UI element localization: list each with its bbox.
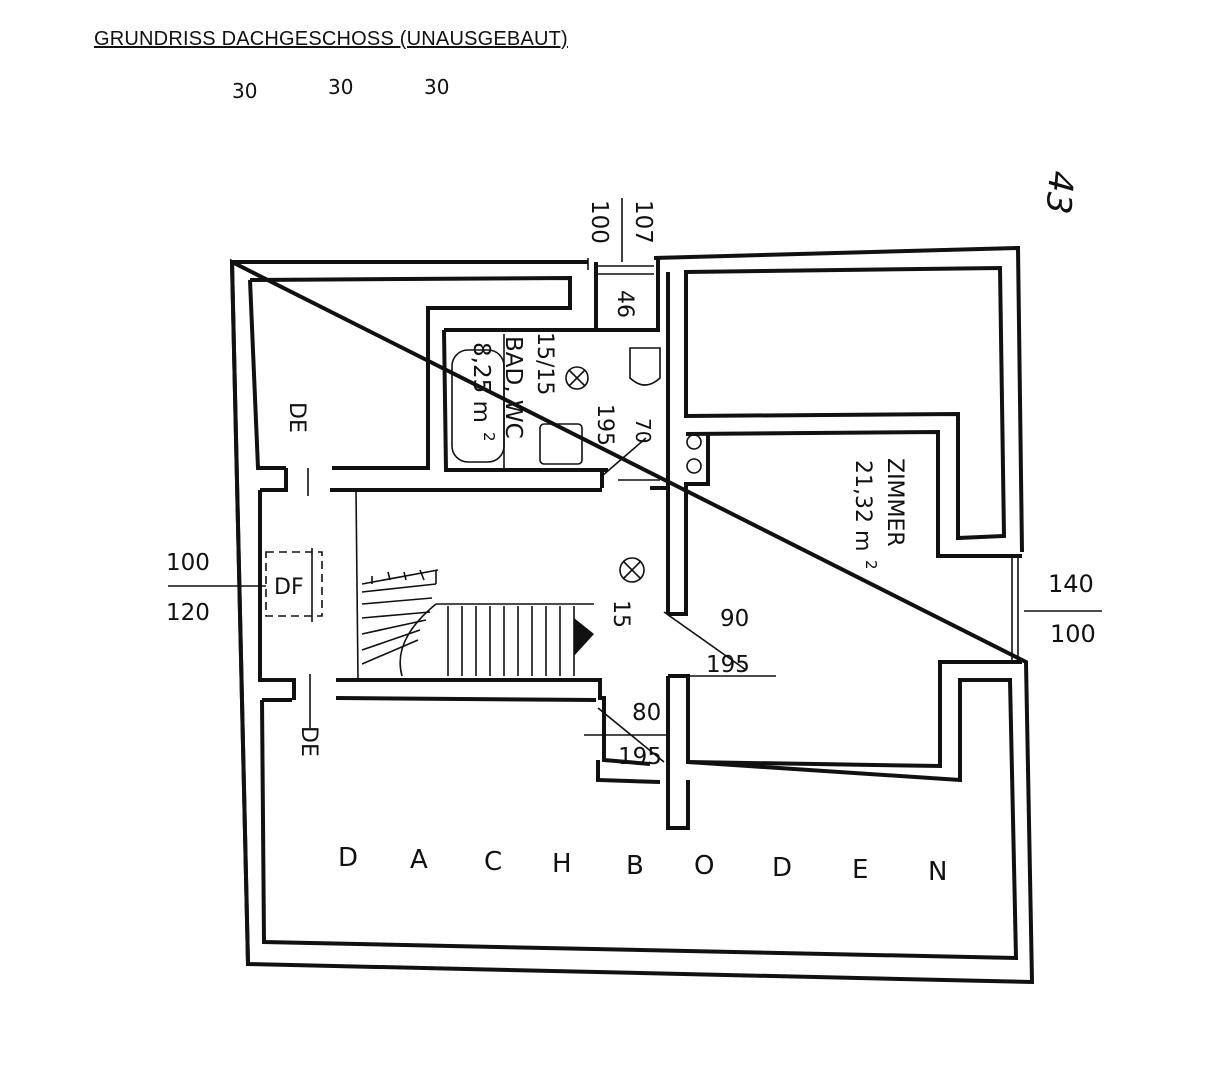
bath-name: BAD, WC: [500, 336, 526, 439]
label-df: DF: [274, 575, 304, 600]
chimney-icon: [686, 434, 702, 474]
upper-right-room-walls: [594, 258, 1007, 541]
roof-window-outline: [265, 551, 323, 617]
light-symbol-bath: [565, 366, 589, 390]
bath-area: 8,25 m: [468, 342, 494, 423]
dachboden-letter: N: [928, 857, 947, 887]
dim-door-zimmer-b: 195: [706, 652, 750, 678]
dachboden-letter: A: [410, 845, 428, 875]
bath-area-sup: 2: [480, 432, 498, 442]
dim-door-bad-a: 70: [631, 418, 655, 443]
dachboden-letter: D: [772, 853, 792, 883]
zimmer-walls: [666, 429, 1022, 830]
light-symbol-hall: [619, 557, 645, 583]
dachboden-letter: C: [484, 847, 502, 877]
window-top: [587, 258, 654, 275]
dim-window-top-b: 107: [630, 200, 656, 244]
dachboden-letter: H: [552, 849, 572, 879]
hall-small-label: 46: [612, 290, 637, 318]
staircase: [361, 569, 594, 677]
dachboden-label: D A C H B O D E N: [338, 843, 947, 887]
dim-window-right-b: 100: [1050, 620, 1096, 648]
stair-arrow-icon: [574, 618, 594, 656]
hall-label: 15: [608, 600, 633, 628]
dachboden-letter: B: [626, 851, 644, 881]
plan-title: GRUNDRISS DACHGESCHOSS (UNAUSGEBAUT): [94, 28, 568, 50]
dim-window-left-a: 100: [166, 550, 210, 576]
label-de-bottom: DE: [296, 726, 321, 757]
label-de-top: DE: [284, 402, 309, 433]
dachboden-letter: O: [694, 851, 714, 881]
zimmer-area: 21,32 m: [850, 460, 875, 551]
bathroom-walls: [442, 328, 661, 488]
partial-label-1: 30: [232, 79, 257, 103]
outer-walls: [229, 245, 1035, 985]
dim-window-top-a: 100: [586, 200, 612, 244]
dim-door-boden-a: 80: [632, 700, 661, 726]
zimmer-area-sup: 2: [862, 560, 880, 570]
dim-window-left-b: 120: [166, 600, 210, 626]
dachboden-letter: D: [338, 843, 358, 873]
dim-window-right-a: 140: [1048, 570, 1094, 598]
zimmer-name: ZIMMER: [882, 458, 907, 547]
washbasin: [539, 423, 583, 465]
dim-door-zimmer-a: 90: [720, 606, 749, 632]
partial-label-3: 30: [424, 75, 449, 99]
window-right: [1011, 556, 1019, 660]
dim-door-boden-b: 195: [618, 744, 662, 770]
dim-door-bad-b: 195: [592, 404, 617, 446]
hall-walls: [258, 468, 661, 784]
toilet: [629, 347, 661, 386]
page-mark: 43: [1037, 169, 1081, 216]
partial-label-2: 30: [328, 75, 353, 99]
dachboden-letter: E: [852, 855, 868, 885]
bath-note: 15/15: [532, 332, 557, 395]
